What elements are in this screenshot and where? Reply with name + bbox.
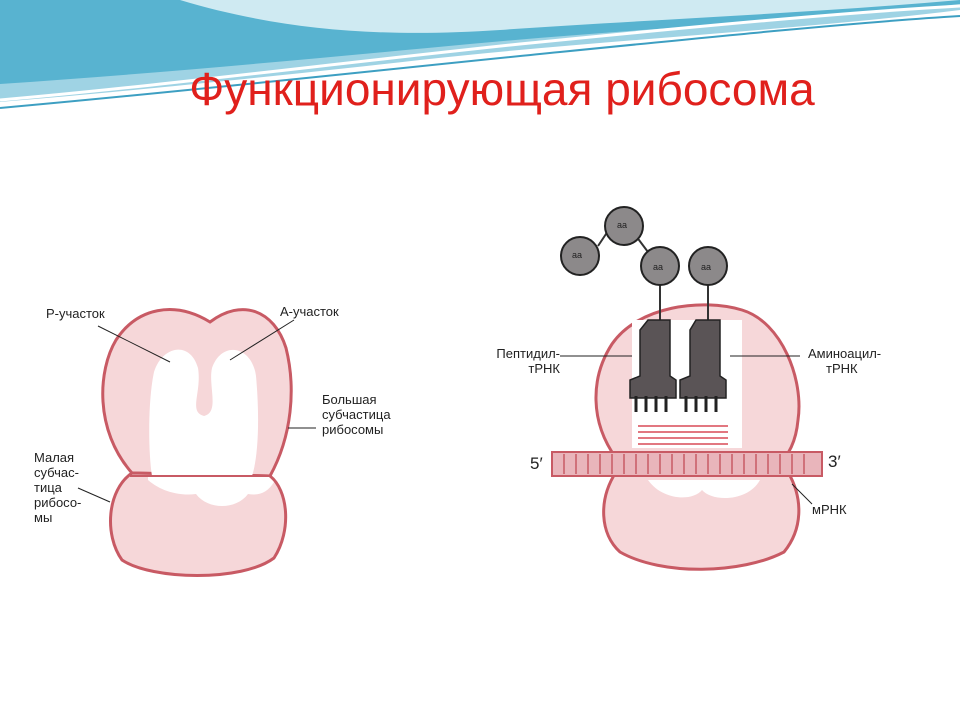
- amino-acid-label-4: аа: [701, 262, 712, 272]
- aminoacyl-trna-label: Аминоацил- тРНК: [808, 346, 882, 376]
- ribosome-figure: аа аа аа аа Р-участок А-участок Большая …: [12, 180, 940, 620]
- three-prime-label: 3′: [828, 452, 841, 471]
- peptidyl-trna-label: Пептидил- тРНК: [496, 346, 560, 376]
- amino-acid-4: [688, 246, 728, 286]
- amino-acid-3: [640, 246, 680, 286]
- header-waves-decoration: [0, 0, 960, 109]
- amino-acid-label-2: аа: [617, 220, 628, 230]
- small-subunit-label: Малая субчас- тица рибосо- мы: [34, 450, 82, 525]
- slide-title: Функционирующая рибосома: [189, 63, 815, 115]
- left-ribosome: [77, 308, 316, 577]
- amino-acid-1: [560, 236, 600, 276]
- amino-acid-label-3: аа: [653, 262, 664, 272]
- aminoacyl-trna-shape: [679, 284, 727, 412]
- a-site-label: А-участок: [280, 304, 339, 319]
- five-prime-label: 5′: [530, 454, 543, 473]
- p-site-label: Р-участок: [46, 306, 105, 321]
- mrna-label: мРНК: [812, 502, 847, 517]
- large-subunit-label: Большая субчастица рибосомы: [322, 392, 391, 437]
- peptidyl-trna-shape: [629, 282, 677, 412]
- amino-acid-2: [604, 206, 644, 246]
- right-ribosome: [551, 206, 823, 571]
- amino-acid-label-1: аа: [572, 250, 583, 260]
